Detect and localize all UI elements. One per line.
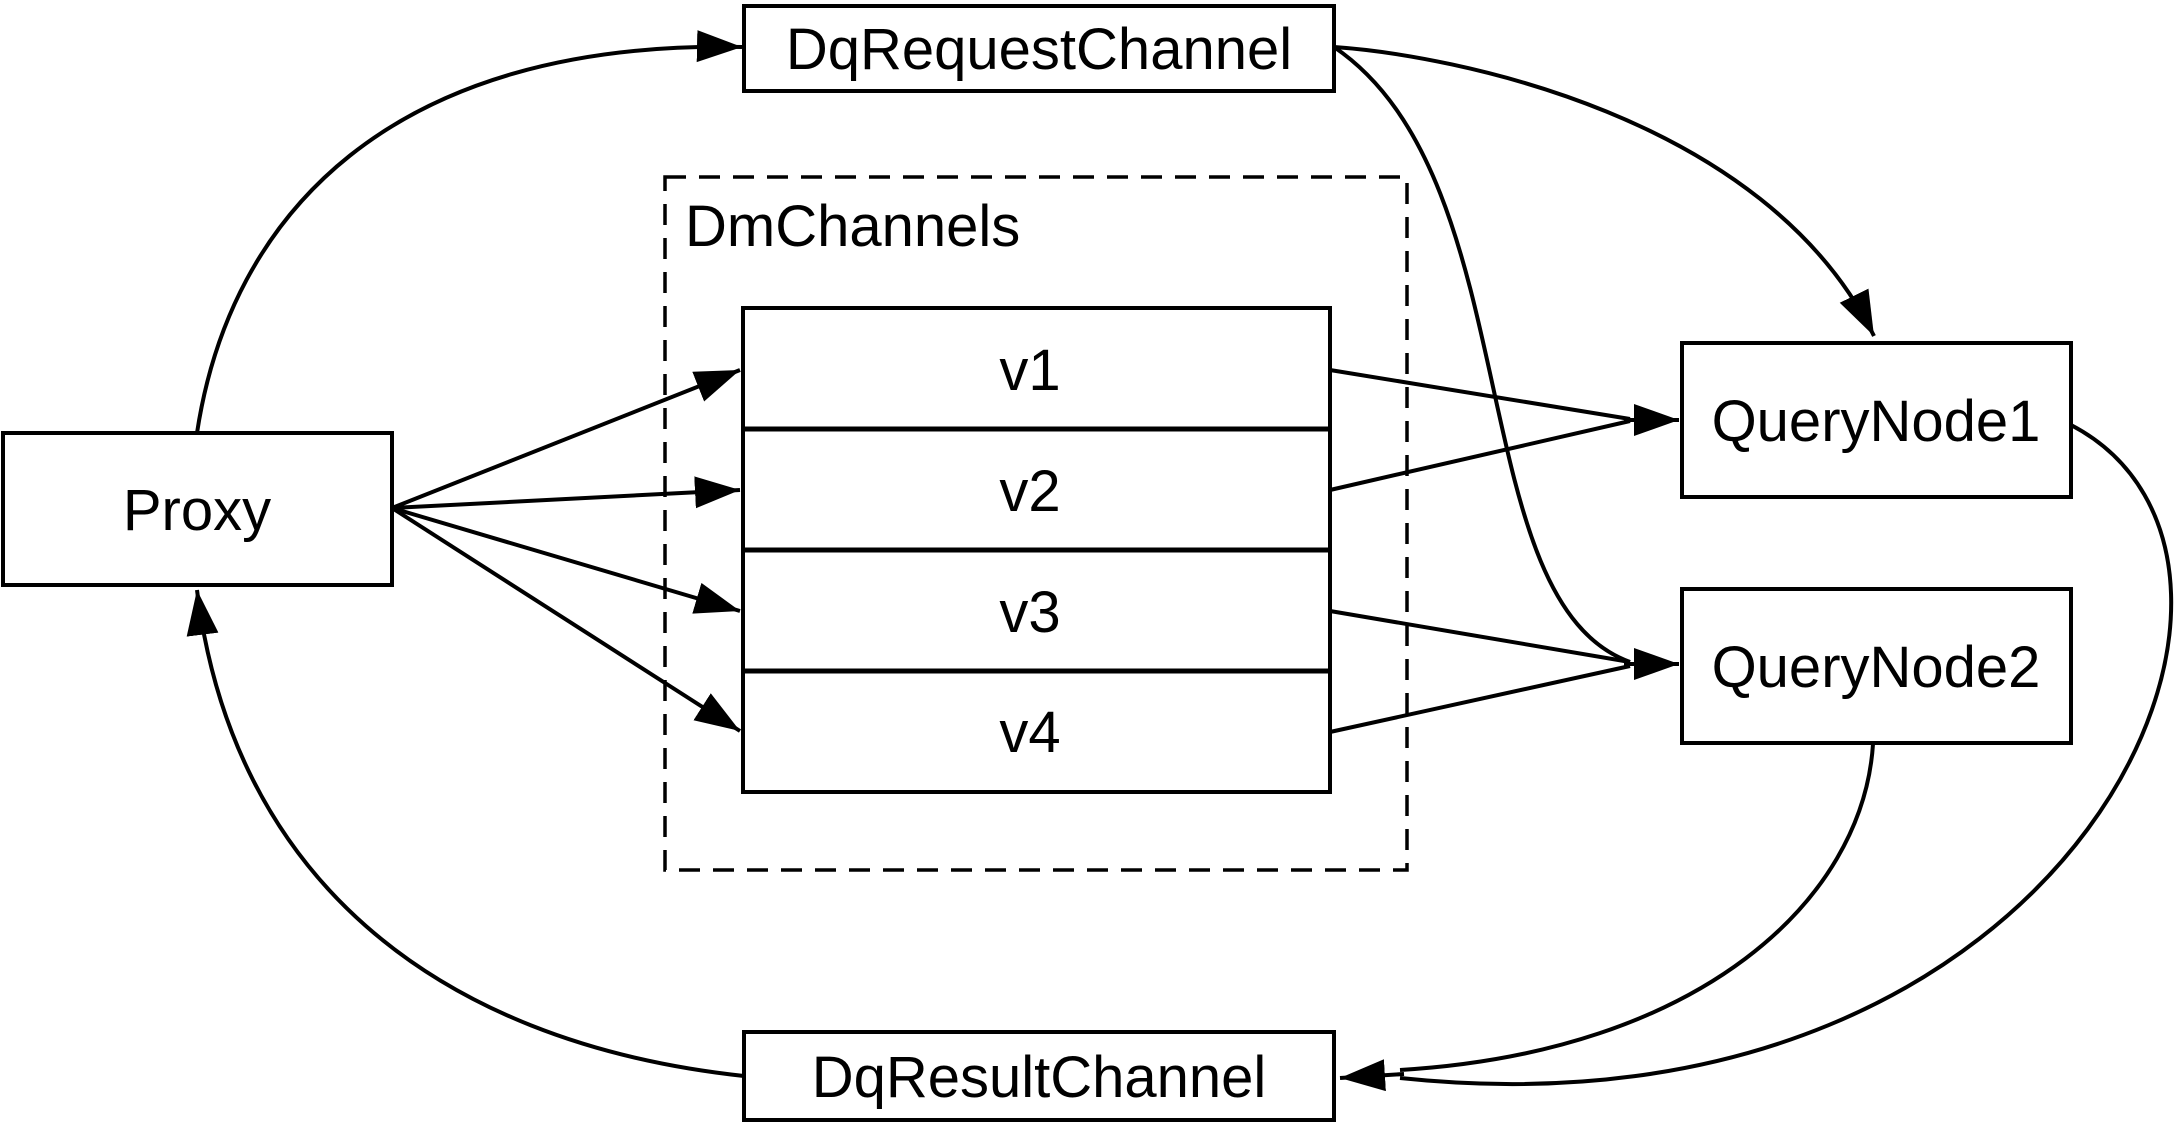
edge-dqrequestchannel-to-querynode1 [1333, 45, 1876, 337]
querynode1-node [1680, 341, 2073, 499]
edge-proxy-to-dqrequestchannel [195, 30, 743, 434]
edge-dqresultchannel-to-proxy [186, 589, 745, 1078]
dqresultchannel-node [742, 1030, 1336, 1122]
dqrequestchannel-node [742, 4, 1336, 93]
channel-v3-label: v3 [999, 580, 1060, 645]
edge-v2-to-querynode1 [1329, 419, 1631, 492]
dmchannels-group-label: DmChannels [685, 194, 1020, 259]
edge-querynode2-to-dqresultchannel [1399, 743, 1875, 1072]
edge-v1-to-querynode1 [1329, 368, 1631, 421]
querynode2-node [1680, 587, 2073, 745]
dqrequestchannel-label: DqRequestChannel [786, 17, 1292, 82]
dqresultchannel-label: DqResultChannel [812, 1045, 1267, 1110]
proxy-label: Proxy [123, 478, 271, 543]
edge-dqrequestchannel-to-querynode2 [1332, 45, 1631, 664]
channel-v1-label: v1 [999, 338, 1060, 403]
edge-proxy-to-v2 [391, 476, 741, 510]
edge-proxy-to-v4 [390, 506, 742, 733]
querynode1-label: QueryNode1 [1712, 389, 2041, 454]
edge-proxy-to-v1 [391, 368, 741, 510]
edge-arrow-stub-dqresultchannel [1339, 1059, 1405, 1092]
edge-v3-to-querynode2 [1329, 609, 1631, 664]
querynode2-label: QueryNode2 [1712, 635, 2041, 700]
edge-querynode1-to-dqresultchannel [1399, 423, 2174, 1086]
edge-v4-to-querynode2 [1329, 664, 1631, 734]
dmchannels-group-box [663, 175, 1409, 872]
proxy-node [1, 431, 394, 587]
channel-v4-label: v4 [999, 700, 1060, 765]
channel-v2-label: v2 [999, 459, 1060, 524]
edge-proxy-to-v3 [391, 506, 741, 614]
